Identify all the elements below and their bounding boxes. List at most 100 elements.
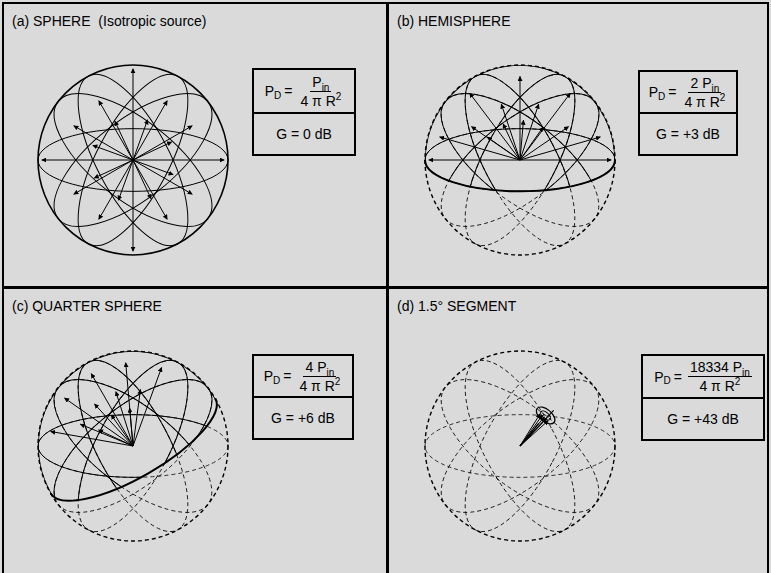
beam-edge — [520, 410, 554, 446]
sphere-outline — [38, 351, 228, 541]
radiation-arrow — [91, 374, 133, 446]
subscript: in — [711, 83, 719, 94]
radiation-arrow — [133, 160, 151, 199]
formula-box: PD=Pin4 π R2G = 0 dB — [252, 68, 356, 156]
subscript: D — [273, 375, 280, 386]
radiation-arrow — [133, 142, 172, 160]
gain-value: G = 0 dB — [276, 126, 332, 142]
radiation-arrow — [65, 398, 133, 446]
denominator-text: 4 π R — [699, 378, 734, 394]
radiation-arrow — [94, 404, 133, 446]
radiation-arrow — [520, 76, 521, 160]
subscript: D — [663, 375, 670, 386]
subscript: D — [274, 90, 281, 101]
sphere-meridian — [421, 356, 620, 536]
formula-box: PD= 2 Pin4 π R2 G = +3 dB — [638, 70, 738, 156]
boundary-edge — [425, 160, 615, 191]
panel-title: (a) SPHERE (Isotropic source) — [12, 13, 207, 29]
sphere-meridian — [444, 345, 597, 547]
diagram-panel: (a) SPHERE (Isotropic source)PD=Pin4 π R… — [2, 2, 388, 288]
radiation-arrow — [520, 127, 543, 160]
equals-sign: = — [284, 83, 292, 99]
equals-sign: = — [283, 368, 291, 384]
diagram-panel: (c) QUARTER SPHERE PD= 4 Pin4 π R2 G = +6 d… — [2, 287, 388, 573]
sphere-meridian — [34, 356, 233, 536]
panel-title: (b) HEMISPHERE — [397, 13, 511, 29]
formula-box: PD= 4 Pin4 π R2 G = +6 dB — [252, 354, 354, 440]
radiation-arrow — [133, 389, 140, 446]
diagram-panel: (d) 1.5° SEGMENTPD=18334 Pin4 π R2G = +4… — [387, 287, 769, 573]
numerator-text: 18334 P — [690, 359, 742, 375]
superscript: 2 — [335, 376, 341, 387]
formula-cell: PD= 2 Pin4 π R2 — [640, 72, 736, 112]
power-symbol: P — [264, 368, 273, 384]
numerator: 2 Pin — [688, 75, 721, 93]
radiation-arrow — [429, 160, 520, 161]
radiation-arrow — [126, 363, 133, 446]
sphere-outline — [38, 351, 228, 541]
fraction: Pin4 π R2 — [298, 74, 343, 109]
gain-value: G = +43 dB — [667, 411, 739, 427]
gain-value: G = +6 dB — [271, 410, 335, 426]
beam-tip — [533, 404, 558, 427]
power-symbol: P — [265, 83, 274, 99]
radiation-arrow — [116, 392, 133, 446]
fraction: 4 Pin4 π R2 — [297, 359, 342, 394]
radiation-arrow — [42, 160, 133, 161]
radiation-arrow — [520, 137, 600, 160]
subscript: D — [658, 91, 665, 102]
radiation-arrow — [520, 104, 539, 160]
radiation-arrow — [115, 121, 133, 160]
radiation-arrow — [501, 104, 520, 160]
radiation-arrow — [94, 160, 133, 178]
radiation-arrow — [520, 415, 542, 446]
radiation-arrow — [133, 160, 224, 161]
sphere-meridian — [34, 356, 233, 536]
denominator-text: 4 π R — [684, 94, 719, 110]
radiation-arrow — [520, 160, 611, 161]
radiation-arrow — [520, 120, 523, 160]
denominator: 4 π R2 — [298, 92, 343, 109]
power-symbol: P — [649, 84, 658, 100]
radiation-arrow — [74, 126, 133, 160]
sphere-outline — [38, 65, 228, 255]
radiation-arrow — [520, 127, 569, 160]
denominator: 4 π R2 — [297, 377, 342, 394]
sphere-meridian — [421, 70, 620, 250]
fraction: 2 Pin4 π R2 — [682, 75, 727, 110]
panel-title: (c) QUARTER SPHERE — [12, 298, 162, 314]
denominator-text: 4 π R — [299, 378, 334, 394]
gain-cell: G = +3 dB — [640, 112, 736, 154]
radiation-arrow — [133, 160, 167, 219]
formula-box: PD=18334 Pin4 π R2G = +43 dB — [641, 354, 765, 441]
equals-sign: = — [668, 84, 676, 100]
radiation-arrow — [99, 101, 133, 160]
radiation-arrow — [111, 415, 133, 446]
formula-cell: PD=18334 Pin4 π R2 — [643, 356, 763, 397]
superscript: 2 — [735, 376, 741, 387]
radiation-arrow — [520, 93, 570, 160]
sphere-meridian — [421, 70, 620, 250]
radiation-arrow — [133, 101, 167, 160]
gain-value: G = +3 dB — [656, 126, 720, 142]
radiation-arrow — [440, 137, 520, 160]
sphere-outline — [425, 65, 615, 255]
radiation-arrow — [133, 160, 134, 251]
numerator-text: 2 P — [690, 75, 711, 91]
boundary-edge — [51, 399, 231, 521]
numerator-text: 4 P — [305, 359, 326, 375]
panel-title: (d) 1.5° SEGMENT — [397, 298, 516, 314]
sphere-a — [34, 59, 233, 261]
subscript: in — [326, 367, 334, 378]
gain-cell: G = 0 dB — [254, 112, 354, 154]
sphere-meridian — [421, 70, 620, 250]
equals-sign: = — [674, 369, 682, 385]
formula-cell: PD=Pin4 π R2 — [254, 70, 354, 112]
superscript: 2 — [336, 91, 342, 102]
diagram-panel: (b) HEMISPHERE PD= 2 Pin4 π R2 G = +3 dB — [387, 2, 769, 288]
radiation-arrow — [133, 160, 192, 194]
radiation-arrow — [503, 124, 520, 160]
sphere-meridian — [421, 356, 620, 536]
numerator-text: P — [312, 74, 321, 90]
denominator-text: 4 π R — [300, 93, 335, 109]
